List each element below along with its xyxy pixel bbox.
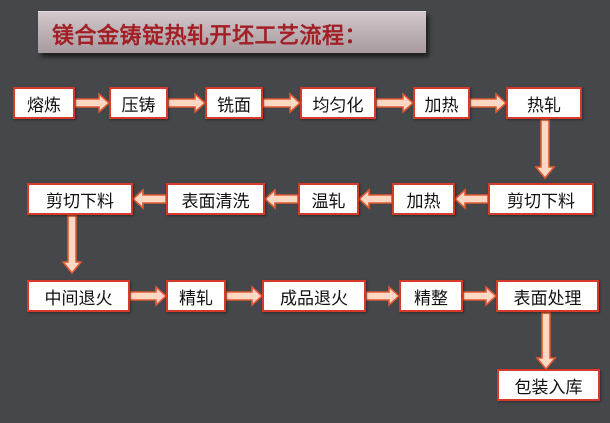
arrow-right-5	[469, 92, 508, 114]
arrow-left-1	[453, 188, 489, 210]
step-intermediate-annealing: 中间退火	[27, 280, 130, 312]
arrow-right-8	[365, 285, 401, 307]
arrow-right-7	[225, 285, 264, 307]
arrow-right-6	[129, 285, 168, 307]
step-finish-rolling: 精轧	[166, 280, 226, 312]
step-hot-rolling: 热轧	[506, 87, 582, 119]
step-surface-treatment: 表面处理	[496, 280, 599, 312]
arrow-down-3	[535, 312, 557, 371]
step-die-casting: 压铸	[109, 87, 168, 119]
arrow-right-2	[167, 92, 207, 114]
step-warm-rolling: 温轧	[298, 183, 359, 215]
step-surface-cleaning: 表面清洗	[166, 183, 265, 215]
step-heating-1: 加热	[413, 87, 470, 119]
step-heating-2: 加热	[392, 183, 455, 215]
title-banner: 镁合金铸锭热轧开坯工艺流程：	[38, 11, 426, 53]
arrow-down-1	[534, 119, 556, 180]
arrow-right-4	[375, 92, 415, 114]
arrow-right-3	[262, 92, 302, 114]
step-shear-cutting-1: 剪切下料	[488, 183, 594, 215]
step-milling: 铣面	[205, 87, 263, 119]
step-homogenizing: 均匀化	[300, 87, 376, 119]
arrow-down-2	[61, 215, 83, 275]
arrow-right-9	[462, 285, 498, 307]
arrow-left-3	[263, 188, 299, 210]
step-shear-cutting-2: 剪切下料	[27, 183, 133, 215]
step-packaging: 包装入库	[497, 369, 600, 401]
arrow-left-4	[131, 188, 167, 210]
arrow-left-2	[357, 188, 393, 210]
step-finishing: 精整	[399, 280, 463, 312]
step-product-annealing: 成品退火	[262, 280, 366, 312]
arrow-right-1	[74, 92, 111, 114]
step-smelting: 熔炼	[13, 87, 75, 119]
page-title: 镁合金铸锭热轧开坯工艺流程：	[52, 24, 368, 49]
